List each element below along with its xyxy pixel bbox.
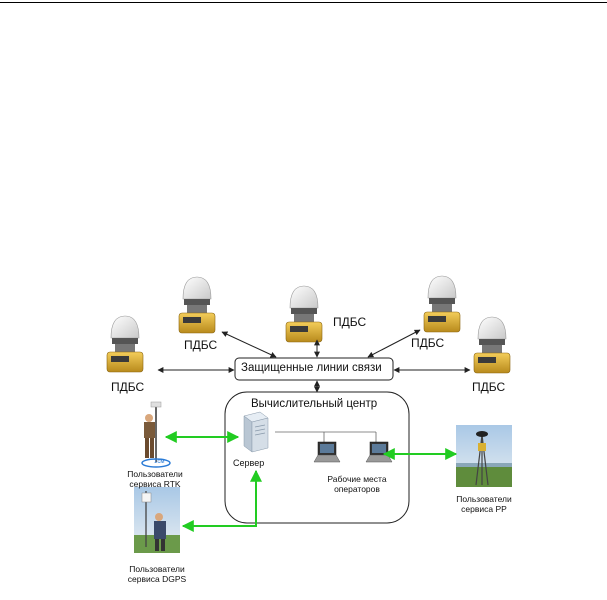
base-station-2 [178, 276, 216, 334]
pp-users-line2: сервиса PP [461, 504, 507, 514]
laptop-icon-2 [365, 441, 393, 463]
dgps-user-photo [134, 487, 180, 553]
pp-users-label: Пользователи сервиса PP [449, 494, 519, 514]
dgps-users-label: Пользователи сервиса DGPS [122, 564, 192, 584]
station-label-4: ПДБС [411, 336, 445, 350]
station-label-3: ПДБС [333, 315, 367, 329]
dgps-users-line2: сервиса DGPS [127, 574, 187, 584]
green-link-dgps [181, 469, 262, 532]
server-label: Сервер [233, 458, 265, 468]
pp-users-line1: Пользователи [456, 494, 512, 504]
station-label-1: ПДБС [111, 380, 145, 394]
base-station-4 [423, 275, 461, 333]
rtk-users-line1: Пользователи [127, 469, 183, 479]
secure-lines-box [234, 357, 394, 381]
station-label-5: ПДБС [472, 380, 506, 394]
computing-center-title: Вычислительный центр [251, 398, 378, 410]
rtk-scale-label: 1см [154, 459, 165, 465]
rtk-user-figure [141, 401, 171, 468]
top-rule [0, 2, 607, 3]
operators-label: Рабочие места операторов [318, 474, 396, 494]
secure-lines-label: Защищенные линии связи [241, 362, 382, 374]
base-station-1 [106, 315, 144, 373]
station-label-2: ПДБС [184, 338, 218, 352]
base-station-5 [473, 316, 511, 374]
dgps-users-line1: Пользователи [129, 564, 185, 574]
laptop-icon-1 [313, 441, 341, 463]
pp-user-photo [456, 425, 512, 487]
base-station-3 [285, 285, 323, 343]
link-station-4 [367, 329, 421, 358]
rtk-users-label: Пользователи сервиса RTK [120, 469, 190, 489]
rtk-users-line2: сервиса RTK [129, 479, 181, 489]
server-icon [243, 411, 269, 453]
operators-label-line2: операторов [334, 484, 380, 494]
link-station-2 [221, 331, 277, 358]
operators-label-line1: Рабочие места [327, 474, 387, 484]
